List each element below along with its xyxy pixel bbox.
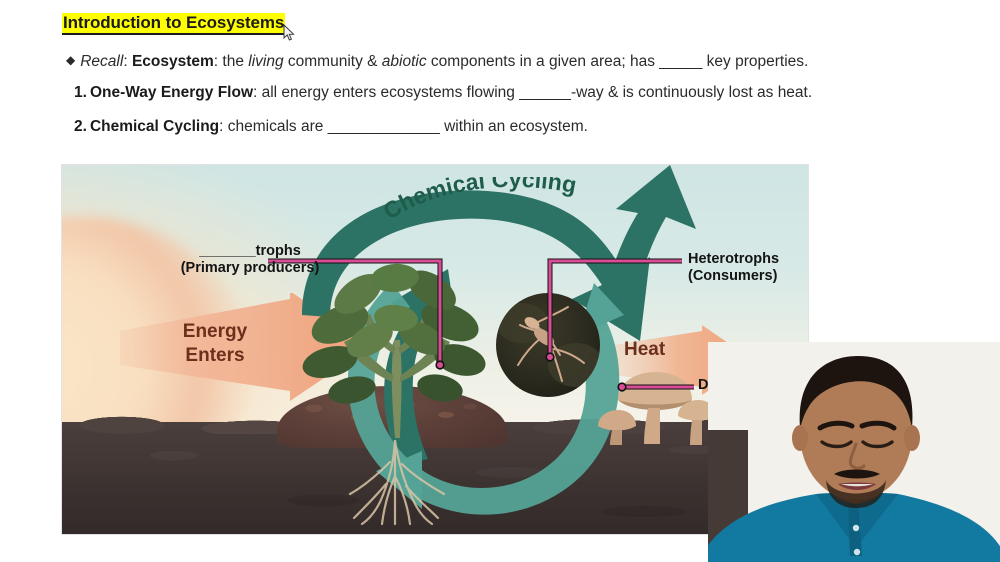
bullet-two-part-3: within an ecosystem. (439, 118, 588, 135)
bullet-recall-part-3: : the (213, 53, 249, 70)
autotrophs-label-line2: (Primary producers) (180, 260, 320, 276)
mushroom-decomposers-icon (598, 372, 716, 445)
bullet-recall-part-7: components in a given area; has (426, 53, 660, 70)
heat-label: Heat (624, 339, 666, 360)
page-title-container: Introduction to Ecosystems (62, 13, 286, 35)
energy-label-line2: Enters (185, 345, 245, 366)
energy-label-line1: Energy (182, 321, 248, 342)
bullet-two-part-0: Chemical Cycling (89, 118, 220, 135)
bullet-one-blank: ______ (519, 84, 571, 101)
grasshopper-icon (496, 303, 600, 387)
bullet-one-way-energy-flow: 1.One-Way Energy Flow: all energy enters… (74, 84, 812, 102)
diamond-bullet-icon: ◆ (66, 53, 76, 67)
heterotrophs-label-line2: (Consumers) (688, 268, 778, 284)
list-number-1: 1. (74, 84, 87, 101)
bullet-chemical-cycling: 2.Chemical Cycling: chemicals are ______… (74, 118, 588, 136)
bullet-recall-part-5: community & (283, 53, 382, 70)
bullet-one-part-1: : all energy enters ecosystems flowing (253, 84, 520, 101)
bullet-recall-part-2: Ecosystem (131, 53, 214, 70)
bullet-two-part-1: : chemicals are (219, 118, 328, 135)
plant-roots (348, 440, 446, 526)
bullet-recall-blank: _____ (659, 53, 703, 70)
presenter-webcam-overlay (708, 342, 1000, 562)
ecosystem-diagram: Energy Enters Heat Chemical Cycling (62, 165, 808, 534)
bullet-recall-part-9: key properties. (702, 53, 809, 70)
label-leader-lines (268, 258, 694, 392)
bullet-one-part-0: One-Way Energy Flow (89, 84, 253, 101)
bullet-recall-part-6: abiotic (381, 53, 427, 70)
autotrophs-label-line1: _______trophs (199, 243, 301, 259)
presenter-video (708, 342, 1000, 562)
mouse-pointer-icon (283, 24, 295, 41)
list-number-2: 2. (74, 118, 87, 135)
energy-enters-label: Energy Enters (160, 320, 270, 368)
chemical-cycling-title: Chemical Cycling (380, 177, 579, 224)
bullet-recall-part-0: Recall (80, 53, 124, 70)
page-title: Introduction to Ecosystems (62, 13, 286, 35)
heterotrophs-label-line1: Heterotrophs (688, 251, 780, 267)
plant-illustration (302, 263, 486, 438)
bullet-recall-part-4: living (248, 53, 284, 70)
heterotrophs-label: Heterotrophs (Consumers) (688, 251, 779, 285)
bullet-recall: ◆ Recall: Ecosystem: the living community… (66, 51, 808, 71)
bullet-recall-part-1: : (123, 53, 132, 70)
bullet-two-blank: _____________ (327, 118, 440, 135)
autotrophs-label: _______trophs (Primary producers) (170, 243, 330, 277)
bullet-one-part-3: -way & is continuously lost as heat. (570, 84, 813, 101)
